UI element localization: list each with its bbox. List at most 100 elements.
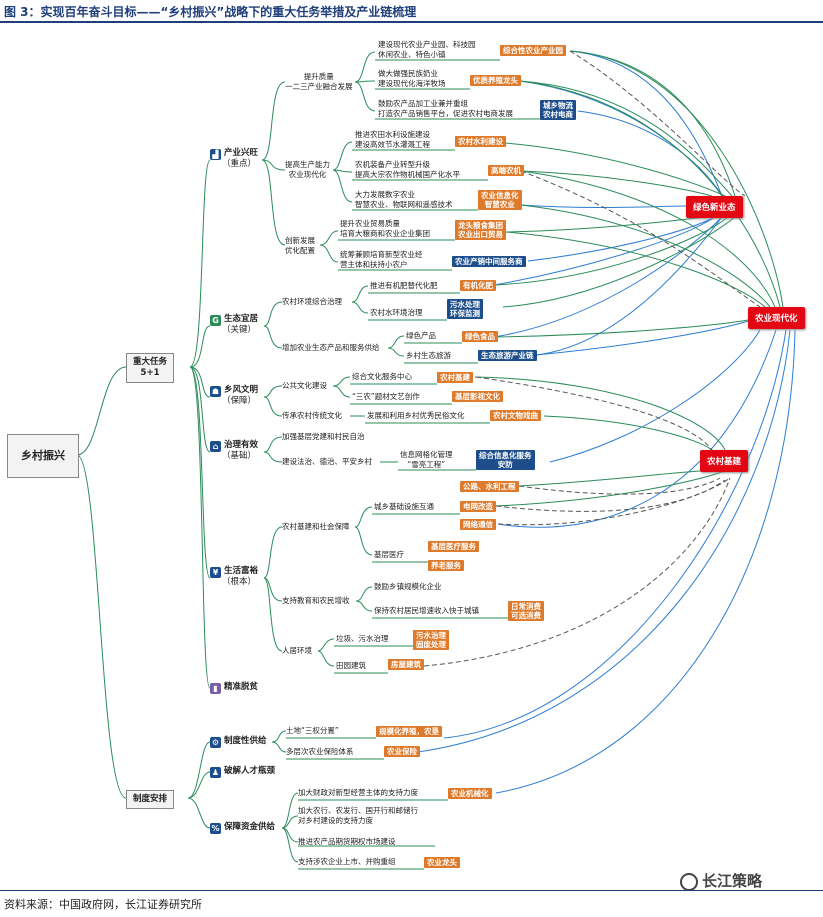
sub-item: 提高生产能力 农业现代化 — [285, 160, 330, 179]
section-sub: （基础） — [222, 451, 257, 461]
detail-item: “三农”题材文艺创作 — [352, 392, 420, 401]
industry-tag: 农村水利建设 — [455, 136, 506, 147]
tree-branch — [351, 301, 369, 314]
tree-branch — [332, 376, 351, 387]
tree-branch — [355, 586, 373, 602]
tree-branch — [263, 325, 283, 349]
section-label: 制度性供给 — [224, 736, 267, 746]
hub-rural-infrastructure: 农村基建 — [700, 450, 749, 472]
section-sub: （保障） — [222, 396, 257, 406]
watermark-text: 长江策略 — [702, 872, 763, 890]
tree-branch — [319, 230, 339, 246]
detail-item: 建设现代农业产业园、科技园 休闲农业、特色小镇 — [378, 40, 476, 59]
link-line — [493, 216, 729, 286]
link-line — [569, 50, 723, 197]
tree-branch — [354, 526, 373, 556]
tree-branch — [332, 385, 351, 398]
detail-item: 田园建筑 — [336, 661, 366, 670]
tree-branch — [263, 436, 283, 453]
detail-item: 做大做强民族奶业 建设现代化海洋牧场 — [378, 69, 446, 88]
detail-item: 基层医疗 — [374, 550, 404, 559]
industry-tag: 规模化养殖，农垦 — [376, 726, 442, 737]
detail-item: 综合文化服务中心 — [352, 372, 412, 381]
source-note: 资料来源：中国政府网，长江证券研究所 — [4, 898, 202, 911]
section-label: 产业兴旺 — [224, 148, 259, 158]
major-tasks-node: 重大任务 5+1 — [126, 353, 175, 383]
major-tasks-sub: 5+1 — [140, 368, 160, 378]
tree-branch — [187, 741, 211, 799]
major-tasks-label: 重大任务 — [133, 357, 168, 367]
tree-branch — [263, 526, 283, 579]
section-sub: （根本） — [222, 577, 257, 587]
detail-item: 推进有机肥替代化肥 — [370, 281, 438, 290]
tree-branch — [263, 577, 283, 652]
link-line — [535, 319, 753, 356]
industry-tag: 房屋建筑 — [388, 659, 424, 670]
hub-green-new-business: 绿色新业态 — [686, 196, 743, 218]
link-line — [495, 329, 796, 794]
link-line — [527, 216, 716, 262]
house-icon: ⌂ — [210, 441, 221, 452]
sub-item: 增加农业生态产品和服务供给 — [282, 343, 380, 352]
section-label: 破解人才瓶颈 — [224, 766, 276, 776]
detail-item: 信息网格化管理 “雪亮工程” — [400, 450, 453, 469]
industry-tag: 农业机械化 — [448, 788, 492, 799]
industry-tag: 农村文物戏曲 — [490, 410, 541, 421]
tree-branch — [261, 159, 286, 171]
tree-branch — [263, 301, 283, 327]
detail-item: 城乡基础设施互通 — [374, 502, 434, 511]
tree-branch — [189, 366, 211, 453]
sub-item: 土地“三权分置” — [286, 726, 339, 735]
tree-branch — [332, 169, 353, 203]
gear-icon: ⚙ — [210, 737, 221, 748]
industry-tag: 城乡物流 农村电商 — [540, 100, 576, 120]
industry-tag: 有机化肥 — [460, 280, 496, 291]
sub-item: 支持教育和农民增收 — [282, 596, 350, 605]
dashed-link — [475, 376, 713, 451]
link-line — [505, 231, 766, 308]
figure-title: 图 3：实现百年奋斗目标——“乡村振兴”战略下的重大任务举措及产业链梳理 — [4, 5, 417, 19]
title-rule — [0, 21, 823, 23]
tree-branch — [187, 771, 211, 799]
detail-item: 保持农村居民增速收入快于城镇 — [374, 606, 479, 615]
tree-branch — [387, 335, 405, 349]
industry-tag: 网络通信 — [460, 519, 496, 530]
tree-branch — [189, 366, 211, 689]
industry-tag: 农村基建 — [437, 372, 473, 383]
system-node: 制度安排 — [126, 790, 175, 809]
section-label: 保障资金供给 — [224, 822, 276, 832]
link-line — [543, 415, 713, 451]
link-line — [493, 216, 716, 286]
sub-item: 公共文化建设 — [282, 381, 327, 390]
link-line — [520, 170, 776, 308]
tree-branch — [263, 396, 283, 417]
sub-item: 加大财政对新型经营主体的支持力度 — [298, 788, 418, 797]
section-label: 治理有效 — [224, 440, 259, 450]
industry-tag: 优质养殖龙头 — [470, 75, 521, 86]
link-line — [505, 216, 706, 233]
hub-agri-modernization: 农业现代化 — [748, 307, 805, 329]
link-line — [493, 319, 749, 338]
tree-branch — [351, 285, 369, 303]
detail-item: 发展和利用乡村优秀民俗文化 — [367, 411, 465, 420]
tree-branch — [271, 730, 287, 743]
link-line — [493, 216, 723, 338]
link-line — [519, 204, 687, 209]
link-line — [417, 329, 791, 753]
detail-item: 乡村生态旅游 — [406, 351, 451, 360]
tree-branch — [261, 159, 286, 246]
sub-item: 加强基层党建和村民自治 — [282, 432, 365, 441]
industry-tag: 基层医疗服务 — [428, 541, 479, 552]
detail-item: 推进农田水利设施建设 建设高效节水灌溉工程 — [355, 130, 430, 149]
tree-branch — [354, 51, 376, 83]
tree-branch — [261, 81, 286, 161]
dashed-link — [423, 477, 731, 667]
detail-item: 统筹兼顾培育新型农业经 营主体和扶持小农户 — [340, 250, 423, 269]
detail-item: 大力发展数字农业 智慧农业、物联网和遥感技术 — [355, 190, 453, 209]
tree-branch — [263, 385, 283, 398]
link-line — [519, 80, 723, 197]
link-line — [519, 80, 733, 197]
detail-item: 垃圾、污水治理 — [336, 634, 389, 643]
industry-tag: 农业龙头 — [424, 857, 460, 868]
